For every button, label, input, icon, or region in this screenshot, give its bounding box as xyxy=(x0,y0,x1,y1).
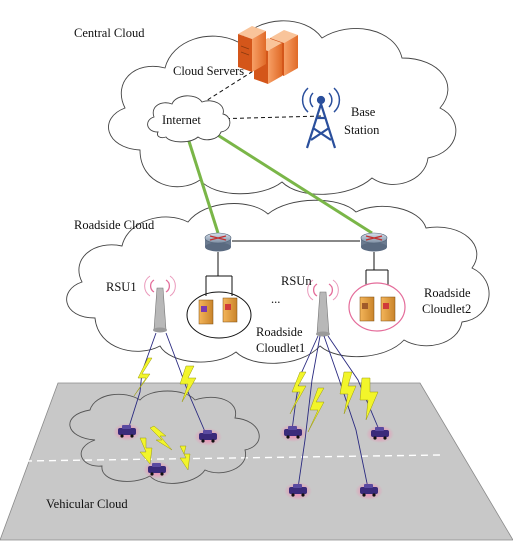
lightning-icons xyxy=(133,357,379,471)
internet-to-basestation-dashed-link xyxy=(211,115,323,120)
car-icon xyxy=(194,428,222,446)
cloud-servers-label: Cloud Servers xyxy=(173,64,244,78)
cloudlet1-servers-icon xyxy=(198,297,238,325)
backhaul-link-internet-router1 xyxy=(185,134,220,234)
roadside-cloudlet2-label-line2: Cloudlet2 xyxy=(422,302,471,316)
backhaul-link-internet-router2 xyxy=(204,125,373,235)
car-icon xyxy=(355,482,383,500)
roadside-cloudlet1-boundary xyxy=(186,291,252,339)
rsun-label: RSUn xyxy=(281,274,312,288)
car-icon xyxy=(284,482,312,500)
base-station-label-line1: Base xyxy=(351,105,376,119)
roadside-cloudlet1-label-line1: Roadside xyxy=(256,325,303,339)
rsu1-label: RSU1 xyxy=(106,280,137,294)
router1-to-cloudlet1-links xyxy=(205,252,233,296)
car-icon xyxy=(279,424,307,442)
vehicles xyxy=(113,423,394,500)
internet-label: Internet xyxy=(162,113,201,127)
ellipsis-label: ... xyxy=(271,292,280,306)
internet-cloud-shape xyxy=(147,95,231,143)
car-icon xyxy=(143,461,171,479)
base-station-tower-icon xyxy=(301,87,341,149)
road-plane xyxy=(0,382,513,541)
roadside-cloudlet1-label-line2: Cloudlet1 xyxy=(256,341,305,355)
central-cloud-label: Central Cloud xyxy=(74,26,145,40)
vehicular-cloud-shape xyxy=(69,390,260,484)
car-icon xyxy=(366,425,394,443)
base-station-label-line2: Station xyxy=(344,123,380,137)
central-cloud-shape xyxy=(108,20,457,195)
rsun-antenna-icon xyxy=(307,279,339,337)
roadside-cloudlet2-boundary xyxy=(348,282,406,332)
vehicular-cloud-label: Vehicular Cloud xyxy=(46,497,128,511)
cloudlet2-servers-icon xyxy=(359,296,396,322)
rsu1-antenna-icon xyxy=(144,275,176,333)
router-icon-1 xyxy=(204,232,232,252)
roadside-cloudlet2-label-line1: Roadside xyxy=(424,286,471,300)
router-icon-2 xyxy=(360,232,388,252)
roadside-cloud-label: Roadside Cloud xyxy=(74,218,155,232)
road-center-dashed-line xyxy=(24,454,441,462)
car-icon xyxy=(113,423,141,441)
cloud-servers-icon xyxy=(238,26,298,84)
